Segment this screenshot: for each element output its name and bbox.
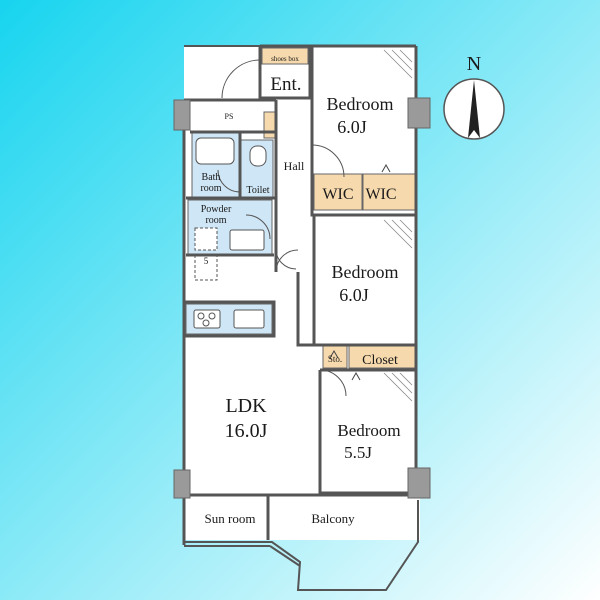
floor-fill [184,45,420,540]
hall-storage [263,111,277,139]
shoes-box-area [261,47,309,65]
balcony-outline [184,500,419,591]
closet-label: Closet [362,353,398,368]
wic-1-label: WIC [322,186,353,203]
powder-label-line1: Powder [201,204,232,215]
pillar-top-right [407,97,431,129]
bedroom-1-name: Bedroom [327,94,394,114]
shoes-box-label: shoes box [271,55,299,63]
storage-areas [261,47,416,369]
bedroom-1-size: 6.0J [337,117,367,137]
ldk-name: LDK [225,395,267,417]
hall-label: Hall [284,159,305,173]
north-arrow-icon [468,80,480,138]
kitchen-sink [233,309,265,329]
bath-label-line1: Bath [202,172,221,183]
north-label: N [467,53,481,75]
wic-1-area [313,173,363,211]
walls [182,44,418,545]
pillar-top-left [173,99,191,131]
pillars [173,97,431,499]
toilet-label: Toilet [246,185,269,196]
balcony-label: Balcony [311,511,355,526]
bedroom-2-size: 6.0J [339,285,369,305]
arrow-marks [329,163,391,381]
storage-label: Sto. [328,354,342,364]
sun-room-label: Sun room [205,511,256,526]
pillar-bottom-left [173,469,191,499]
labels: shoes box Ent. PS Hall Bath room Toilet … [200,55,400,526]
toilet-bowl [249,145,267,167]
bathtub [195,137,235,165]
bedroom-3-name: Bedroom [337,421,400,440]
washer-square [194,227,218,251]
fixtures [193,137,267,329]
wic-2-area [362,173,416,211]
bedroom-3-size: 5.5J [344,443,372,462]
door-swings [217,59,347,397]
bedroom-2-name: Bedroom [332,262,399,282]
window-marks [383,49,413,402]
entrance-label: Ent. [270,74,301,95]
bath-label-line2: room [200,183,221,194]
ldk-size: 16.0J [225,420,268,442]
sink [229,229,265,251]
compass: N [443,53,505,140]
ps-label: PS [225,112,234,121]
pillar-bottom-right [407,467,431,499]
powder-label-line2: room [205,215,226,226]
mark-5-label: 5 [204,256,209,266]
wic-2-label: WIC [365,186,396,203]
